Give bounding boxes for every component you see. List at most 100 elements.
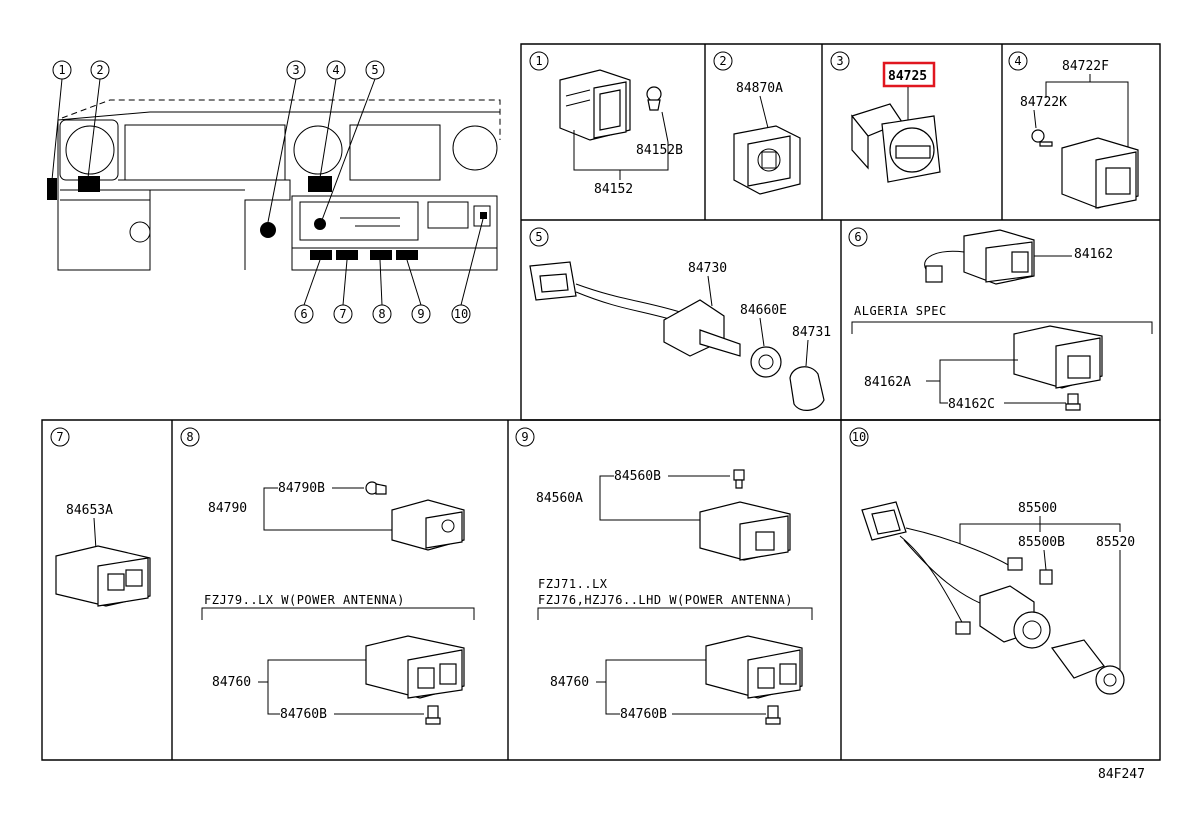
rotary-switch-part[interactable] bbox=[850, 103, 941, 183]
svg-text:5: 5 bbox=[535, 230, 542, 244]
svg-text:7: 7 bbox=[56, 430, 63, 444]
screw-part[interactable] bbox=[365, 481, 387, 495]
panel-number: 2 bbox=[713, 51, 733, 71]
part-number-label[interactable]: 84560B bbox=[614, 469, 661, 484]
wire-connector-part[interactable] bbox=[925, 265, 943, 283]
overview-callout[interactable]: 8 bbox=[372, 304, 392, 324]
panel-number: 9 bbox=[515, 427, 535, 447]
switch-part[interactable] bbox=[699, 501, 791, 561]
highlight-box bbox=[882, 61, 936, 88]
part-number-label[interactable]: 85500 bbox=[1018, 501, 1057, 516]
panel-4: 4 84722F 84722K bbox=[1008, 51, 1139, 209]
antenna-switch-part[interactable] bbox=[365, 635, 465, 699]
part-number-label[interactable]: 84730 bbox=[688, 261, 727, 276]
cigarette-lighter-socket-part[interactable] bbox=[979, 585, 1051, 649]
bulb-part[interactable] bbox=[765, 705, 781, 725]
panel-7: 7 84653A bbox=[50, 427, 151, 607]
spec-note: ALGERIA SPEC bbox=[854, 304, 947, 318]
part-number-label[interactable]: 84731 bbox=[792, 325, 831, 340]
overview-callout[interactable]: 6 bbox=[294, 304, 314, 324]
screw-part[interactable] bbox=[646, 86, 662, 111]
part-number-label[interactable]: 85500B bbox=[1018, 535, 1065, 550]
part-number-label[interactable]: 84162A bbox=[864, 375, 911, 390]
spec-note: FZJ76,HZJ76..LHD W(POWER ANTENNA) bbox=[538, 593, 793, 607]
overview-callout[interactable]: 1 bbox=[52, 60, 72, 80]
spec-note: FZJ71..LX bbox=[538, 577, 608, 591]
part-number-label[interactable]: 84790 bbox=[208, 501, 247, 516]
overview-callout[interactable]: 9 bbox=[411, 304, 431, 324]
screw-part[interactable] bbox=[1031, 129, 1053, 147]
part-number-label[interactable]: 84653A bbox=[66, 503, 113, 518]
nut-part[interactable] bbox=[750, 346, 782, 378]
h4-switch-part[interactable] bbox=[1061, 137, 1139, 209]
part-number-label[interactable]: 84162C bbox=[948, 397, 995, 412]
part-number-label[interactable]: 84760B bbox=[620, 707, 667, 722]
panel-5: 5 84730 84660E 84731 bbox=[529, 227, 831, 411]
part-number-label[interactable]: 84760 bbox=[212, 675, 251, 690]
overview-callout[interactable]: 4 bbox=[326, 60, 346, 80]
part-number-label[interactable]: 84722K bbox=[1020, 95, 1067, 110]
overview-callout[interactable]: 2 bbox=[90, 60, 110, 80]
part-number-label[interactable]: 84760B bbox=[280, 707, 327, 722]
panel-number: 4 bbox=[1008, 51, 1028, 71]
part-number-label[interactable]: 84152 bbox=[594, 182, 633, 197]
harness-connector-part[interactable] bbox=[861, 501, 907, 541]
svg-text:10: 10 bbox=[852, 430, 866, 444]
part-number-label[interactable]: 85520 bbox=[1096, 535, 1135, 550]
fog-switch-part[interactable] bbox=[963, 229, 1035, 285]
part-number-label[interactable]: 84560A bbox=[536, 491, 583, 506]
panel-number: 1 bbox=[529, 51, 549, 71]
bulb-part[interactable] bbox=[733, 469, 745, 489]
part-number-label[interactable]: 84162 bbox=[1074, 247, 1113, 262]
panel-1: 1 84152B 84152 bbox=[529, 51, 683, 197]
part-number-label[interactable]: 84760 bbox=[550, 675, 589, 690]
panel-grid bbox=[41, 43, 1161, 761]
bulb-part[interactable] bbox=[1065, 393, 1081, 411]
drawing-code: 84F247 bbox=[1098, 767, 1145, 782]
panel-9: 9 84560B 84560A FZJ71..LX FZJ76,HZJ76..L… bbox=[515, 427, 813, 725]
panel-10: 10 85500 85500B 85520 bbox=[849, 427, 1135, 695]
wire-connector-part[interactable] bbox=[1007, 557, 1023, 571]
svg-text:2: 2 bbox=[96, 63, 103, 77]
part-number-label[interactable]: 84660E bbox=[740, 303, 787, 318]
overview-callout[interactable]: 7 bbox=[333, 304, 353, 324]
part-number-label-highlighted[interactable]: 84725 bbox=[888, 69, 927, 84]
svg-text:5: 5 bbox=[371, 63, 378, 77]
dashboard-overview: 1 2 3 4 5 6 7 8 9 10 bbox=[47, 60, 501, 324]
wire-connector-part[interactable] bbox=[955, 621, 971, 635]
svg-text:6: 6 bbox=[854, 230, 861, 244]
panel-2: 2 84870A bbox=[713, 51, 801, 195]
spec-note: FZJ79..LX W(POWER ANTENNA) bbox=[204, 593, 405, 607]
switch-part[interactable] bbox=[391, 499, 465, 551]
antenna-switch-part[interactable] bbox=[705, 635, 803, 699]
svg-text:1: 1 bbox=[58, 63, 65, 77]
part-number-label[interactable]: 84870A bbox=[736, 81, 783, 96]
svg-text:6: 6 bbox=[300, 307, 307, 321]
panel-number: 8 bbox=[180, 427, 200, 447]
overview-callout[interactable]: 5 bbox=[365, 60, 385, 80]
svg-text:9: 9 bbox=[417, 307, 424, 321]
fog-switch-algeria-part[interactable] bbox=[1013, 325, 1103, 389]
switch-part[interactable] bbox=[55, 545, 151, 607]
part-number-label[interactable]: 84790B bbox=[278, 481, 325, 496]
bulb-part[interactable] bbox=[1039, 569, 1053, 585]
svg-text:7: 7 bbox=[339, 307, 346, 321]
connector-plug-part[interactable] bbox=[529, 261, 577, 301]
cigarette-lighter-part[interactable] bbox=[1050, 639, 1125, 695]
panel-number: 10 bbox=[849, 427, 869, 447]
panel-number: 3 bbox=[830, 51, 850, 71]
knob-part[interactable] bbox=[789, 366, 825, 411]
bulb-part[interactable] bbox=[425, 705, 441, 725]
panel-number: 7 bbox=[50, 427, 70, 447]
svg-text:3: 3 bbox=[836, 54, 843, 68]
part-number-label[interactable]: 84722F bbox=[1062, 59, 1109, 74]
dimmer-switch-part[interactable] bbox=[663, 299, 741, 357]
svg-text:3: 3 bbox=[292, 63, 299, 77]
connector-part[interactable] bbox=[733, 125, 801, 195]
overview-callout[interactable]: 3 bbox=[286, 60, 306, 80]
switch-part[interactable] bbox=[559, 69, 631, 141]
panel-8: 8 84790B 84790 FZJ79..LX W(POWER ANTENNA… bbox=[180, 427, 475, 725]
part-number-label[interactable]: 84152B bbox=[636, 143, 683, 158]
overview-callout[interactable]: 10 bbox=[451, 304, 471, 324]
